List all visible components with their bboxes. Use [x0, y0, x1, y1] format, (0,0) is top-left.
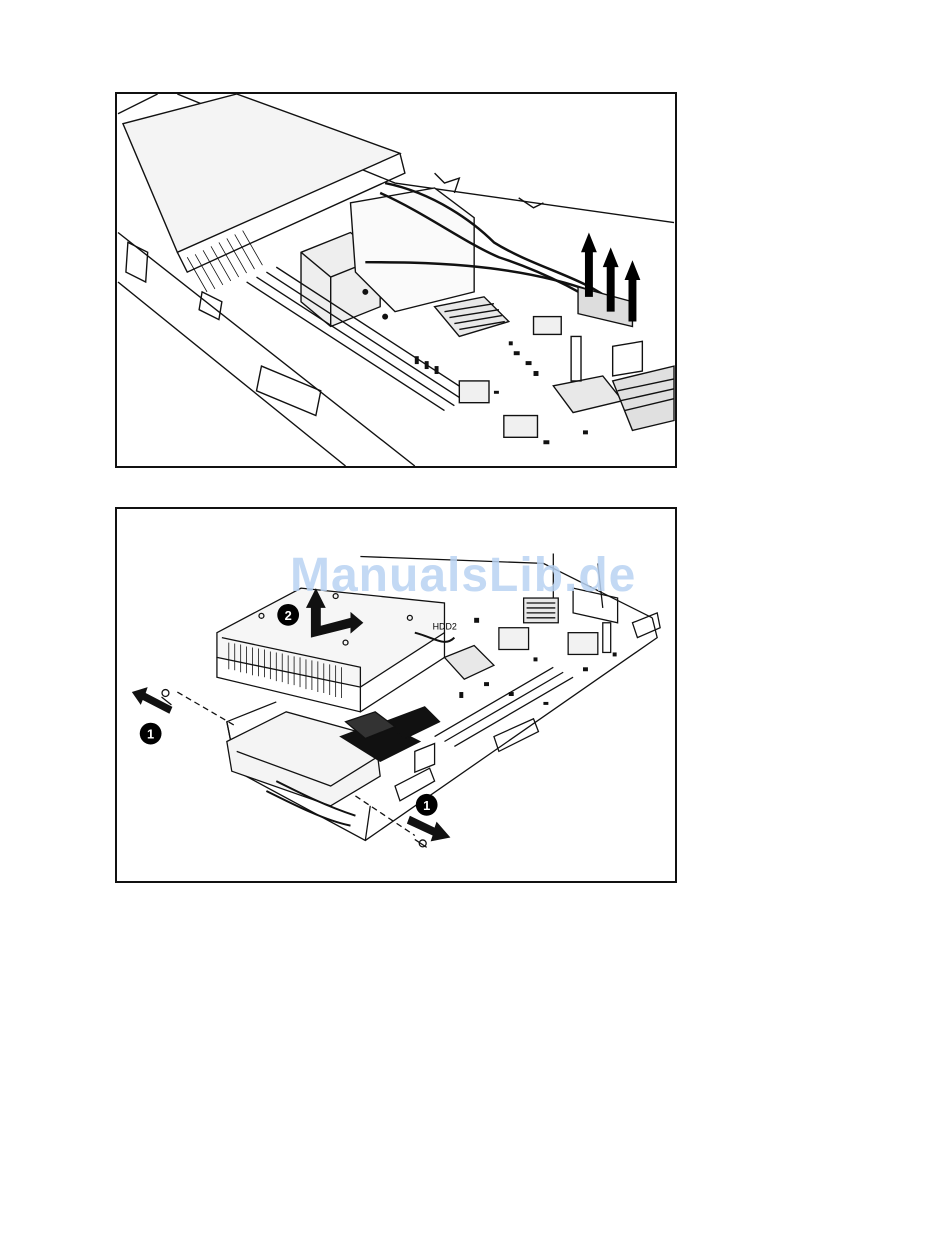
callout-step-2: 2: [277, 604, 299, 626]
svg-text:1: 1: [147, 727, 154, 742]
callout-step-1-left: 1: [140, 723, 162, 745]
svg-text:1: 1: [423, 798, 430, 813]
hdd2-label: HDD2: [433, 622, 457, 632]
right-arrow: [407, 816, 451, 842]
watermark: ManualsLib.de: [290, 548, 636, 603]
cable-disconnect-illustration: [117, 94, 675, 466]
figure-cable-disconnect: [115, 92, 677, 468]
svg-text:2: 2: [285, 608, 292, 623]
callout-step-1-right: 1: [416, 794, 438, 816]
